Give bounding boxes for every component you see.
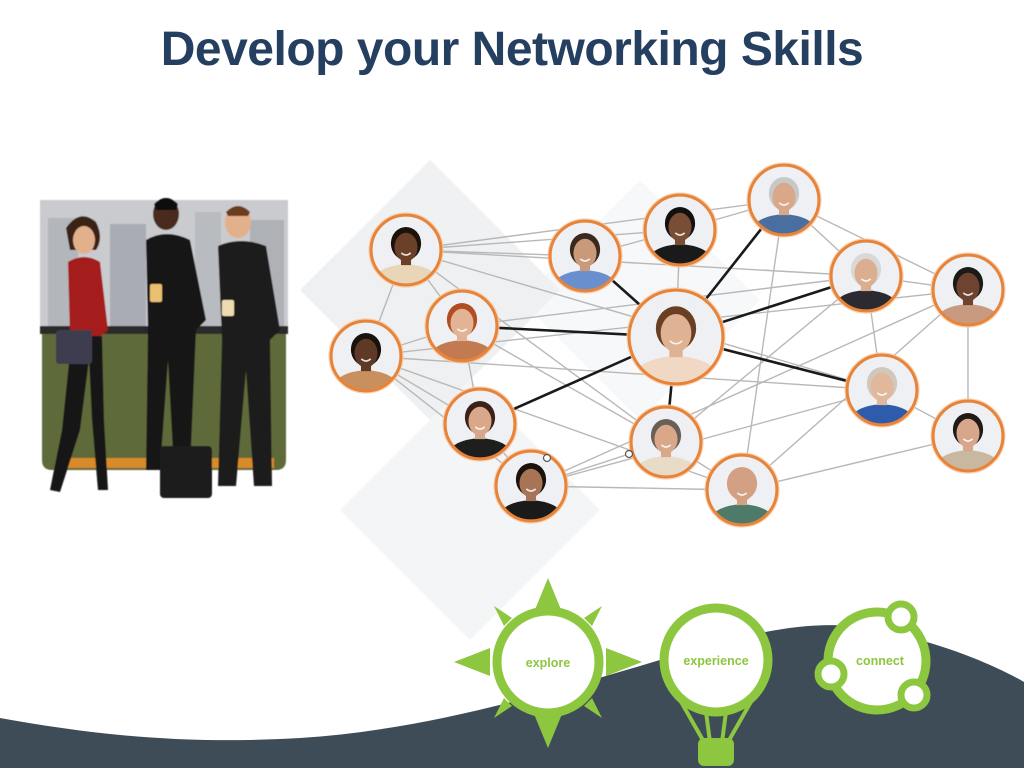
network-edge xyxy=(461,325,667,443)
slide-title: Develop your Networking Skills xyxy=(160,23,864,76)
network-edge xyxy=(405,249,867,277)
network-node-l-person-photo xyxy=(628,404,704,480)
network-edge xyxy=(741,199,785,491)
network-node-f-person-photo xyxy=(930,252,1006,328)
network-node-d-person-photo xyxy=(746,162,822,238)
connect-ring-icon: connect xyxy=(814,600,931,715)
network-edge xyxy=(530,389,883,487)
network-node-h-person-photo xyxy=(626,287,726,387)
network-node-j-person-photo xyxy=(844,352,920,428)
network-node-c-person-photo xyxy=(642,192,718,268)
connect-label: connect xyxy=(856,654,905,668)
network-node-i-person-photo xyxy=(328,318,404,394)
explore-compass-icon: explore xyxy=(454,578,642,748)
network-node-m-person-photo xyxy=(930,398,1006,474)
network-node-k-person-photo xyxy=(442,386,518,462)
network-node-e-person-photo xyxy=(828,238,904,314)
explore-label: explore xyxy=(526,656,571,670)
experience-balloon-icon: experience xyxy=(659,603,773,766)
network-edge xyxy=(405,229,681,251)
network-edge xyxy=(530,289,969,487)
network-node-o-person-photo xyxy=(704,452,780,528)
experience-label: experience xyxy=(683,654,748,668)
network-node-a-person-photo xyxy=(368,212,444,288)
network-edge xyxy=(741,435,969,491)
network-node-g-person-photo xyxy=(424,288,500,364)
network-edge xyxy=(405,249,667,443)
network-node-n-person-photo xyxy=(493,448,569,524)
network-node-b-person-photo xyxy=(547,218,623,294)
